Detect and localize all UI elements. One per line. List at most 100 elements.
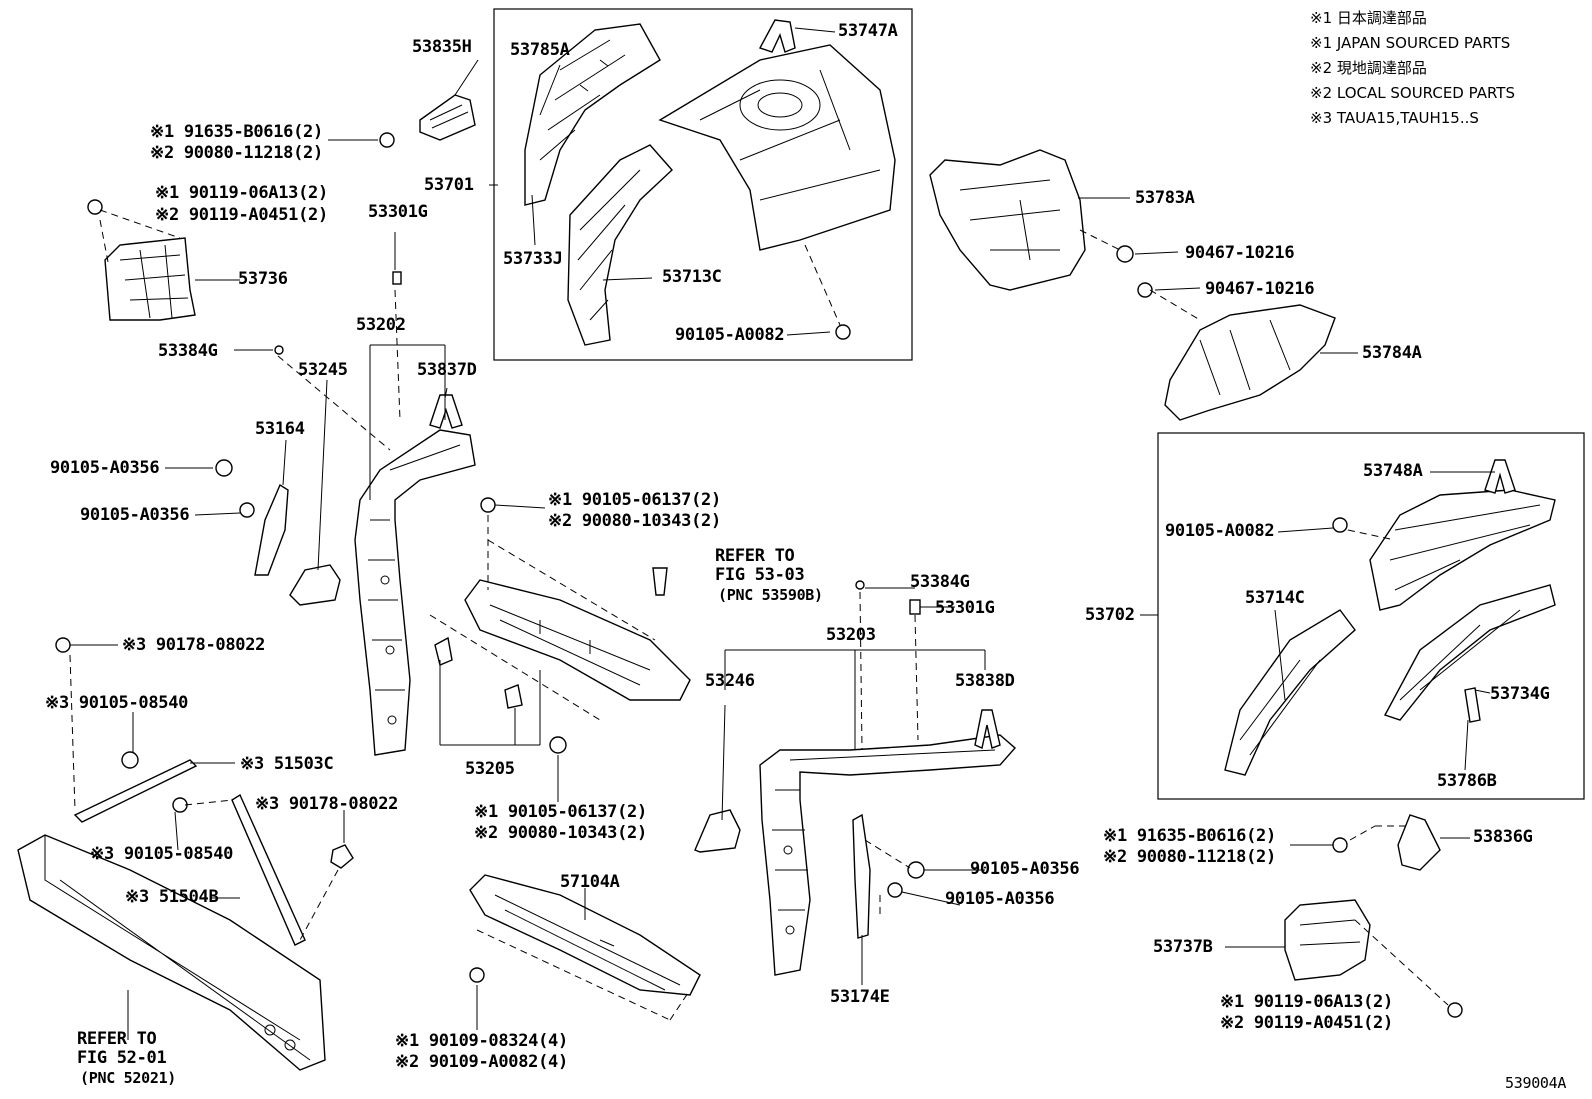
figure-id: 539004A — [1505, 1074, 1567, 1092]
part-51503C-brace — [73, 759, 198, 823]
part-53748A-bracket — [1484, 459, 1516, 494]
label-53747A: 53747A — [838, 21, 898, 41]
label-53737B: 53737B — [1153, 937, 1213, 957]
part-53838D-bracket — [974, 709, 1001, 749]
label-90109-08324: ※1 90109-08324(4) — [395, 1031, 568, 1051]
label-53836G: 53836G — [1473, 827, 1533, 847]
label-51504B: ※3 51504B — [125, 887, 219, 907]
label-53783A: 53783A — [1135, 188, 1195, 208]
part-53835H-bracket — [419, 94, 476, 141]
legend-line-1: ※1 日本調達部品 — [1310, 9, 1427, 27]
part-53701-wheelhouse — [658, 44, 896, 251]
part-53737B-panel — [1284, 899, 1371, 981]
part-53736-panel — [104, 237, 196, 321]
legend: ※1 日本調達部品 ※1 JAPAN SOURCED PARTS ※2 現地調達… — [1310, 6, 1515, 131]
legend-line-2: ※1 JAPAN SOURCED PARTS — [1310, 34, 1511, 52]
part-53786B-bracket — [1464, 687, 1481, 723]
label-51503C: ※3 51503C — [240, 754, 334, 774]
fastener-bolts — [55, 132, 1463, 1018]
label-90080-11218-b: ※2 90080-11218(2) — [1103, 847, 1276, 867]
label-90178-08022-b: ※3 90178-08022 — [255, 794, 399, 814]
label-90119-06A13-a: ※1 90119-06A13(2) — [155, 183, 328, 203]
label-90105-A0356-a: 90105-A0356 — [50, 458, 160, 478]
label-90467-10216-a: 90467-10216 — [1185, 243, 1295, 263]
leader-lines — [70, 27, 1495, 1040]
label-91635-B0616-a: ※1 91635-B0616(2) — [150, 122, 323, 142]
label-53301G-b: 53301G — [935, 598, 995, 618]
label-90080-11218-a: ※2 90080-11218(2) — [150, 143, 323, 163]
label-90105-A0356-c: 90105-A0356 — [970, 859, 1080, 879]
label-53748A: 53748A — [1363, 461, 1423, 481]
group-box-53702 — [1157, 432, 1585, 800]
legend-line-5: ※3 TAUA15,TAUH15..S — [1310, 109, 1479, 127]
label-53203: 53203 — [826, 625, 876, 645]
part-53202-upper-member — [354, 429, 476, 756]
part-53837D-bracket — [429, 394, 463, 429]
label-90119-06A13-b: ※1 90119-06A13(2) — [1220, 992, 1393, 1012]
label-53736: 53736 — [238, 269, 288, 289]
label-53174E: 53174E — [830, 987, 890, 1007]
label-fig-53-03: FIG 53-03 — [715, 565, 805, 585]
label-53246: 53246 — [705, 671, 755, 691]
label-90119-A0451-b: ※2 90119-A0451(2) — [1220, 1013, 1393, 1033]
label-pnc-53590b: (PNC 53590B) — [718, 586, 823, 604]
label-53835H: 53835H — [412, 37, 472, 57]
part-53702-wheelhouse — [1369, 489, 1556, 611]
label-90080-10343-a: ※2 90080-10343(2) — [548, 511, 721, 531]
label-90109-A0082: ※2 90109-A0082(4) — [395, 1052, 568, 1072]
label-fig-52-01: FIG 52-01 — [77, 1048, 167, 1068]
part-53203-upper-member — [759, 734, 1016, 976]
label-90105-A0082-top: 90105-A0082 — [675, 325, 785, 345]
part-53245-bracket — [289, 564, 341, 606]
label-refer-to-a: REFER TO — [715, 546, 795, 566]
label-53714C: 53714C — [1245, 588, 1305, 608]
part-53836G-bracket — [1397, 814, 1441, 871]
label-90105-06137-b: ※1 90105-06137(2) — [474, 802, 647, 822]
part-53205-bracket-a — [434, 636, 453, 666]
label-91635-B0616-b: ※1 91635-B0616(2) — [1103, 826, 1276, 846]
label-53837D: 53837D — [417, 360, 477, 380]
label-53384G-b: 53384G — [910, 572, 970, 592]
label-90119-A0451-a: ※2 90119-A0451(2) — [155, 205, 328, 225]
label-53784A: 53784A — [1362, 343, 1422, 363]
part-53747A-bracket — [758, 19, 796, 53]
part-53205-bracket-b — [504, 684, 523, 709]
label-refer-to-b: REFER TO — [77, 1029, 157, 1049]
part-53734G-arch — [1383, 584, 1556, 721]
part-53784A-panel — [1164, 304, 1336, 421]
label-pnc-52021: (PNC 52021) — [80, 1069, 177, 1087]
label-53301G-a: 53301G — [368, 202, 428, 222]
part-53713C-arch — [567, 144, 673, 346]
label-53701: 53701 — [424, 175, 474, 195]
label-53205: 53205 — [465, 759, 515, 779]
label-90467-10216-b: 90467-10216 — [1205, 279, 1315, 299]
legend-line-4: ※2 LOCAL SOURCED PARTS — [1310, 84, 1515, 102]
label-53202: 53202 — [356, 315, 406, 335]
legend-line-3: ※2 現地調達部品 — [1310, 59, 1427, 77]
dashed-guides — [69, 209, 1449, 1021]
label-90178-08022-a: ※3 90178-08022 — [122, 635, 266, 655]
label-90105-A0356-d: 90105-A0356 — [945, 889, 1055, 909]
part-53246-bracket — [694, 809, 741, 853]
label-53785A: 53785A — [510, 40, 570, 60]
label-90105-08540-a: ※3 90105-08540 — [45, 693, 189, 713]
label-53733J: 53733J — [503, 249, 563, 269]
part-53714C-arch — [1224, 609, 1356, 776]
label-53838D: 53838D — [955, 671, 1015, 691]
label-90105-A0356-b: 90105-A0356 — [80, 505, 190, 525]
label-53713C: 53713C — [662, 267, 722, 287]
label-53786B: 53786B — [1437, 771, 1497, 791]
label-90105-A0082-right: 90105-A0082 — [1165, 521, 1275, 541]
label-90080-10343-b: ※2 90080-10343(2) — [474, 823, 647, 843]
label-90105-06137-a: ※1 90105-06137(2) — [548, 490, 721, 510]
part-53205-support — [464, 579, 691, 701]
label-53164: 53164 — [255, 419, 305, 439]
label-57104A: 57104A — [560, 872, 620, 892]
label-53734G: 53734G — [1490, 684, 1550, 704]
label-53384G-a: 53384G — [158, 341, 218, 361]
part-53174E-brace — [852, 813, 871, 939]
label-53245: 53245 — [298, 360, 348, 380]
part-53783A-panel — [929, 149, 1086, 291]
part-bumper-reinforcement — [17, 834, 326, 1071]
